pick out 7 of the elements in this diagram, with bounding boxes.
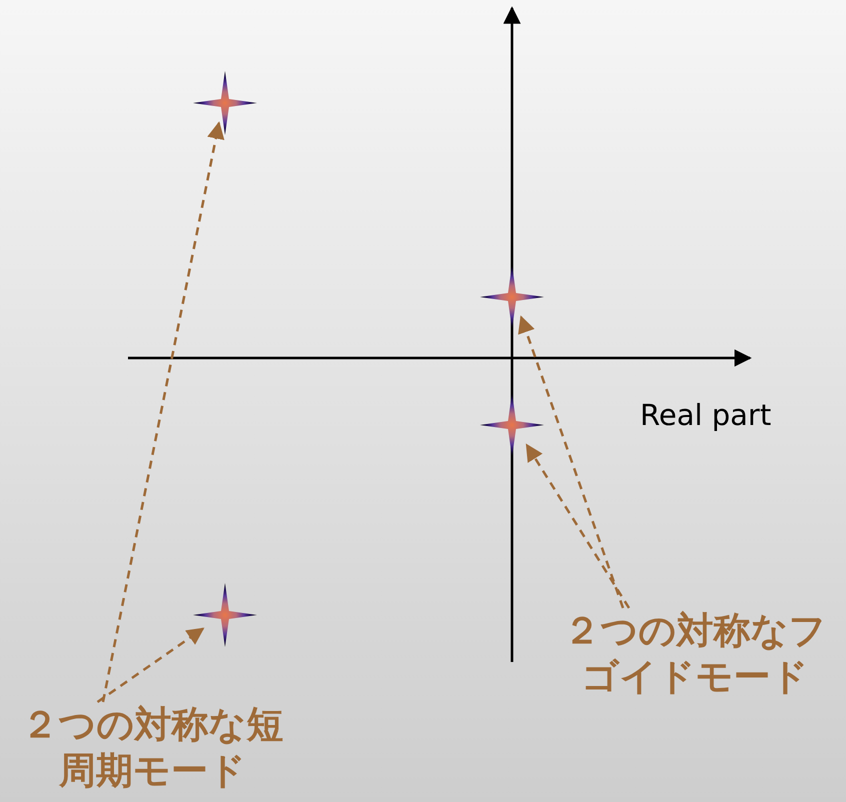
axis-label: Real part: [640, 398, 772, 432]
leader-arrow: [518, 315, 624, 608]
leader-arrow: [102, 121, 224, 702]
annotation-text: ２つの対称なフゴイドモード: [562, 608, 828, 700]
leader-arrow: [96, 628, 204, 704]
annotation-text: ２つの対称な短周期モード: [20, 702, 284, 794]
leader-arrow: [526, 444, 630, 609]
